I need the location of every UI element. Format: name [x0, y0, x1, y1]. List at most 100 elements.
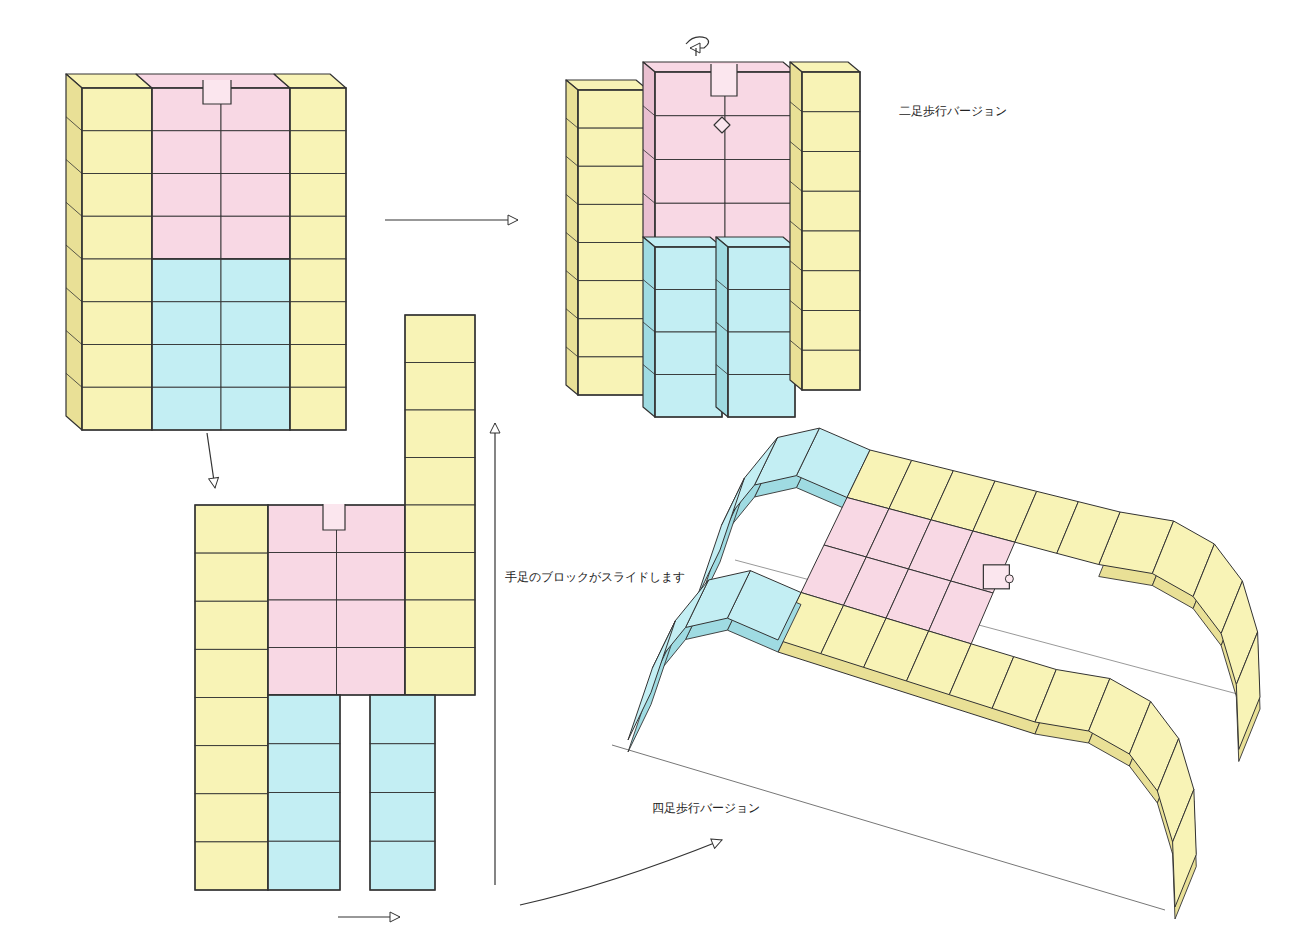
block-side [66, 74, 82, 430]
block [195, 553, 268, 601]
block-outline [728, 247, 795, 417]
block-outline [268, 695, 340, 890]
block [370, 841, 435, 890]
block [578, 90, 648, 128]
leg-thickness [628, 633, 675, 752]
block-outline [152, 88, 290, 259]
block [268, 553, 337, 601]
block-side [643, 237, 655, 417]
unfolded-figure [195, 315, 475, 890]
block [802, 271, 860, 311]
block-seam [566, 194, 578, 204]
block-top [566, 80, 648, 90]
block [152, 387, 221, 430]
block-seam [790, 261, 802, 271]
block [725, 160, 795, 204]
rotation-joint [714, 117, 730, 133]
block [405, 410, 475, 458]
block-outline [370, 695, 435, 890]
block [655, 160, 725, 204]
block [405, 363, 475, 411]
block [152, 259, 221, 302]
note-label: 四足歩行バージョン [650, 800, 762, 817]
block [195, 649, 268, 697]
block [195, 505, 268, 553]
block-seam [643, 322, 655, 332]
block [268, 744, 340, 793]
block-outline [578, 90, 648, 395]
block-seam [66, 160, 82, 174]
leg-block [628, 621, 675, 740]
block-seam [790, 142, 802, 152]
leg-block [1236, 632, 1260, 750]
arrow [520, 840, 722, 905]
arrow [385, 219, 518, 220]
block [82, 302, 152, 345]
arrow [338, 916, 400, 917]
leg-block [1173, 790, 1197, 908]
block [152, 345, 221, 388]
block [578, 281, 648, 319]
block [195, 794, 268, 842]
block-side [716, 237, 728, 417]
rotation-symbol [695, 48, 696, 56]
block [152, 302, 221, 345]
block [578, 319, 648, 357]
block [290, 302, 346, 345]
block [82, 131, 152, 174]
block [195, 842, 268, 890]
block [268, 600, 337, 648]
block [268, 648, 337, 696]
block-outline [802, 72, 860, 390]
block [82, 174, 152, 217]
block [221, 259, 290, 302]
block-top [643, 237, 722, 247]
block-seam [566, 309, 578, 319]
block-outline [152, 259, 290, 430]
block [802, 311, 860, 351]
block [290, 216, 346, 259]
block-side [566, 80, 578, 395]
block-seam [566, 118, 578, 128]
ground-line [612, 745, 1165, 910]
arrow [207, 433, 215, 488]
block [802, 350, 860, 390]
block-seam [790, 340, 802, 350]
block [152, 131, 221, 174]
block-seam [716, 280, 728, 290]
block [655, 116, 725, 160]
block [578, 128, 648, 166]
slab-figure [66, 74, 346, 430]
block [578, 357, 648, 395]
block-seam [643, 150, 655, 160]
block [370, 793, 435, 842]
block [337, 648, 406, 696]
block [290, 174, 346, 217]
block-top [274, 74, 346, 88]
quadruped-figure [612, 428, 1260, 919]
block [337, 553, 406, 601]
block [655, 247, 722, 290]
block [337, 600, 406, 648]
block [195, 698, 268, 746]
block [290, 387, 346, 430]
block-outline [268, 505, 405, 695]
block-seam [716, 365, 728, 375]
block [82, 216, 152, 259]
block-outline [655, 72, 795, 247]
block [195, 601, 268, 649]
block-seam [66, 331, 82, 345]
block [725, 116, 795, 160]
rotation-symbol [686, 37, 709, 48]
tab-slot [203, 80, 231, 104]
block [221, 174, 290, 217]
block [405, 600, 475, 648]
block [802, 152, 860, 192]
block-seam [643, 193, 655, 203]
rotation-joint [1005, 575, 1013, 583]
block-seam [643, 280, 655, 290]
block [290, 88, 346, 131]
block [82, 387, 152, 430]
block [221, 131, 290, 174]
